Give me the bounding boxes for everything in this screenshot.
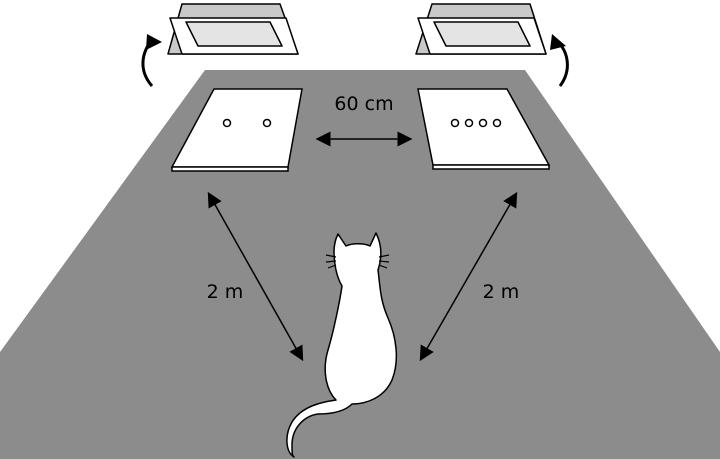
right-board-hole — [464, 118, 474, 128]
right-box — [415, 3, 547, 55]
right-distance-label: 2 m — [483, 281, 520, 303]
left-board-hole — [222, 118, 232, 128]
cat-whiskers — [325, 254, 390, 269]
cat-silhouette — [286, 232, 398, 458]
left-distance-label: 2 m — [207, 281, 244, 303]
left-lift-arrow — [141, 34, 162, 87]
right-lift-arrow — [550, 34, 569, 87]
right-board-hole — [450, 118, 460, 128]
right-board-hole — [492, 118, 502, 128]
left-board — [170, 88, 303, 172]
left-distance-arrow — [207, 191, 304, 362]
right-distance-arrow — [419, 191, 518, 362]
right-board — [417, 88, 551, 170]
separation-label: 60 cm — [334, 93, 393, 115]
right-board-hole — [478, 118, 488, 128]
left-board-hole — [262, 118, 272, 128]
left-box — [167, 3, 299, 55]
